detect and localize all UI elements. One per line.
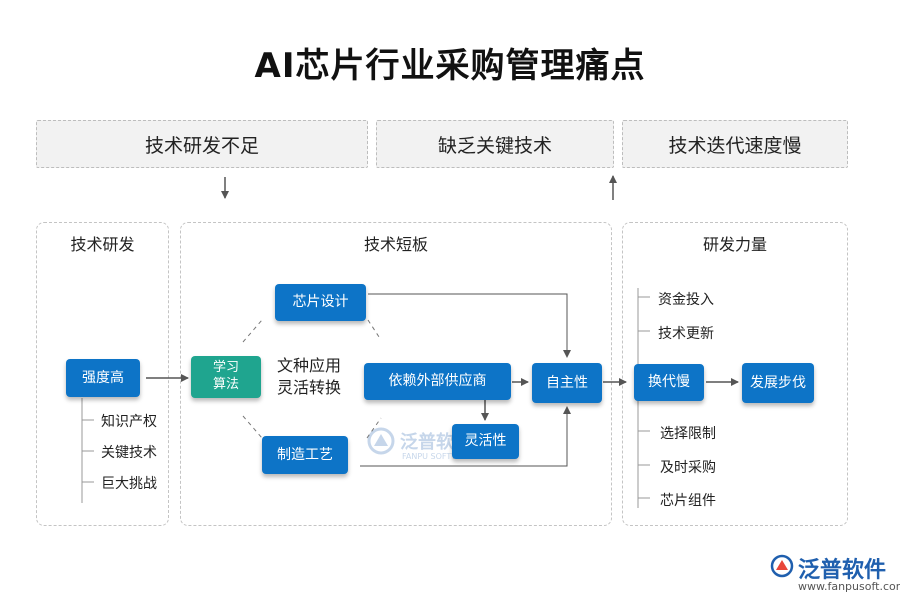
panel-tech-shortfall-title: 技术短板 [363, 235, 428, 254]
mid-text-line-1: 文种应用 [277, 356, 342, 375]
page-title: AI芯片行业采购管理痛点 [254, 46, 646, 86]
top-box-insufficient-rd: 技术研发不足 [36, 120, 368, 168]
brand-logo: 泛普软件 www.fanpusoft.com [770, 550, 900, 595]
left-item-challenge: 巨大挑战 [101, 476, 157, 492]
panel-rd-title: 技术研发 [70, 235, 135, 254]
right-item-limited-choice: 选择限制 [660, 426, 716, 442]
right-item-funding: 资金投入 [658, 292, 714, 308]
top-box-slow-iteration: 技术迭代速度慢 [622, 120, 848, 168]
node-autonomy: 自主性 [532, 363, 602, 403]
panel-rd-strength-title: 研发力量 [702, 235, 767, 254]
left-item-ip: 知识产权 [101, 414, 157, 430]
node-development-pace: 发展步伐 [742, 363, 814, 403]
right-item-tech-update: 技术更新 [658, 326, 714, 342]
node-manufacture-process: 制造工艺 [262, 436, 348, 474]
mid-text-application: 文种应用 灵活转换 [277, 355, 341, 398]
node-chip-design: 芯片设计 [275, 284, 366, 321]
watermark-mark-icon [367, 427, 395, 455]
top-box-lack-key-tech: 缺乏关键技术 [376, 120, 614, 168]
left-item-key-tech: 关键技术 [101, 445, 157, 461]
node-high-intensity: 强度高 [66, 359, 140, 397]
right-item-chip-components: 芯片组件 [660, 493, 716, 509]
panel-rd: 技术研发 [36, 222, 169, 526]
node-slow-update: 换代慢 [634, 364, 704, 401]
mid-text-line-2: 灵活转换 [277, 377, 342, 397]
brand-name: 泛普软件 [798, 558, 887, 583]
brand-mark-icon [770, 554, 794, 578]
brand-url: www.fanpusoft.com [798, 580, 900, 593]
node-learning-algorithm: 学习 算法 [191, 356, 261, 398]
node-flexibility: 灵活性 [452, 424, 519, 459]
right-item-timely-purchase: 及时采购 [660, 460, 716, 476]
node-external-supplier: 依赖外部供应商 [364, 363, 511, 400]
